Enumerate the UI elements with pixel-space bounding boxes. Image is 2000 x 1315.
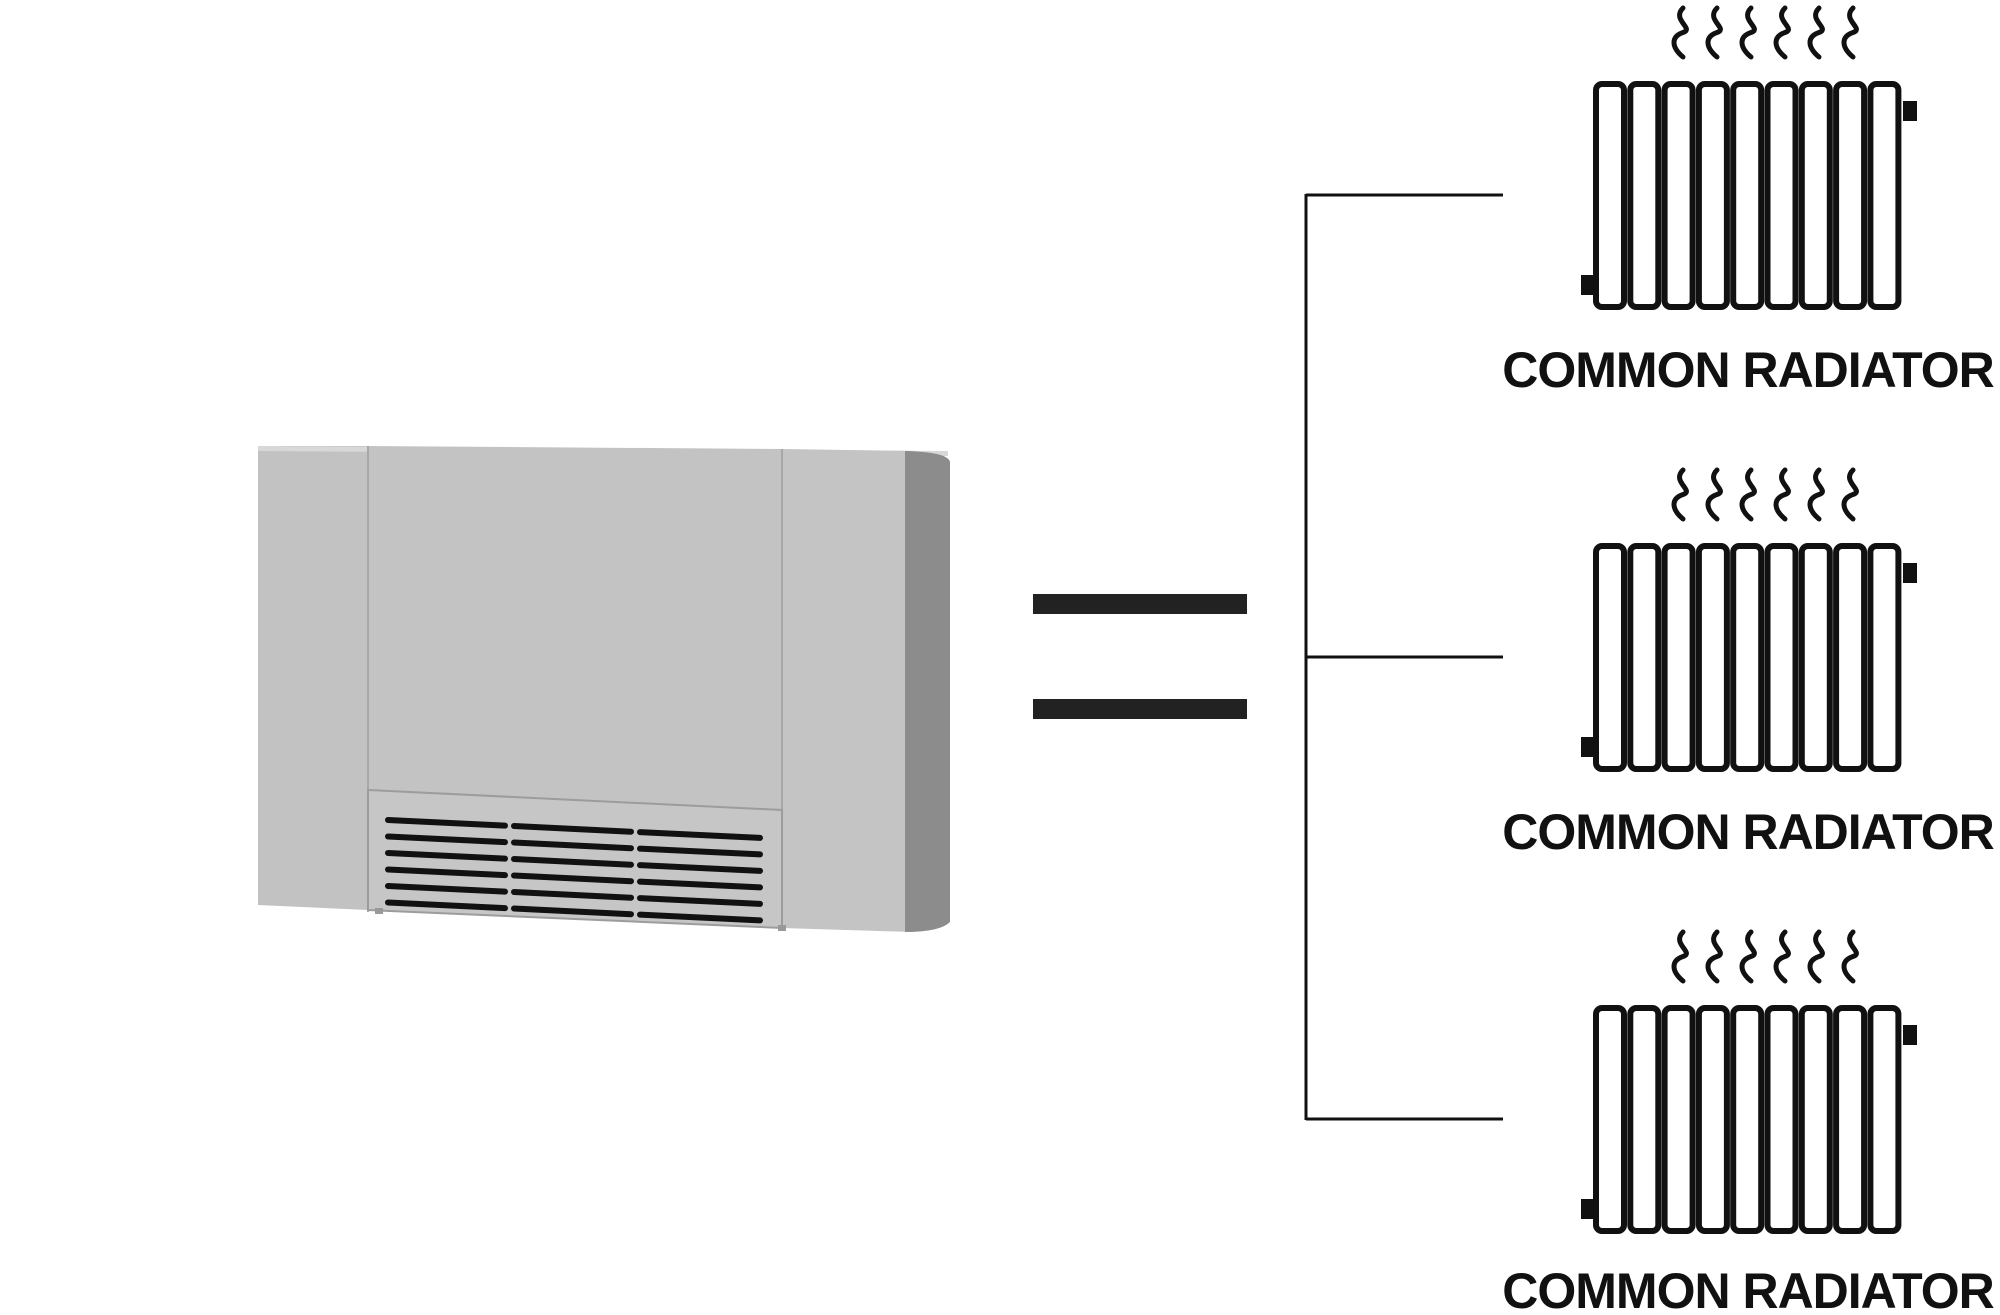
convector-grille-slots	[385, 817, 763, 924]
radiator-icon	[1581, 929, 1917, 1234]
convector-right-panel	[782, 449, 912, 932]
radiator-fin	[1627, 1005, 1662, 1234]
grille-slot	[511, 839, 634, 852]
radiator-valve-bottom	[1581, 1199, 1595, 1219]
heat-wave	[1739, 929, 1757, 984]
heat-wave	[1705, 929, 1723, 984]
grille-slot	[637, 895, 763, 907]
fan-convector-unit	[258, 446, 950, 932]
radiator-valve-top	[1903, 101, 1917, 121]
radiator-icon	[1581, 467, 1917, 772]
heat-wave	[1671, 929, 1689, 984]
heat-wave	[1739, 5, 1757, 60]
heat-wave	[1705, 5, 1723, 60]
grille-slot	[385, 817, 508, 829]
radiator-fin	[1730, 81, 1765, 310]
heat-wave	[1773, 5, 1791, 60]
heat-wave	[1671, 5, 1689, 60]
radiator-item-3: COMMON RADIATOR	[1502, 929, 1996, 1315]
grille-slot	[637, 845, 763, 858]
radiator-valve-bottom	[1581, 275, 1595, 295]
radiator-fin	[1867, 543, 1902, 772]
grille-slot	[511, 872, 634, 885]
radiator-fin	[1833, 1005, 1868, 1234]
radiator-fin	[1593, 81, 1627, 310]
radiator-fin	[1661, 543, 1696, 772]
heat-wave	[1807, 929, 1825, 984]
heat-wave	[1773, 467, 1791, 522]
grille-slot	[385, 866, 508, 879]
radiator-fin	[1593, 1005, 1627, 1234]
heat-wave	[1807, 5, 1825, 60]
radiator-item-1: COMMON RADIATOR	[1502, 5, 1996, 398]
grille-slot	[511, 856, 634, 868]
radiator-label: COMMON RADIATOR	[1502, 1263, 1994, 1315]
heat-wave	[1807, 467, 1825, 522]
grille-slot	[637, 911, 763, 924]
radiator-valve-top	[1903, 563, 1917, 583]
branch-bracket	[1304, 193, 1503, 1121]
radiator-label: COMMON RADIATOR	[1502, 804, 1994, 860]
radiator-valve-top	[1903, 1025, 1917, 1045]
convector-right-edge	[905, 451, 950, 932]
heat-wave	[1671, 467, 1689, 522]
radiator-icon	[1581, 5, 1917, 310]
radiator-fin	[1867, 81, 1902, 310]
radiator-fin	[1661, 81, 1696, 310]
radiator-fin	[1798, 543, 1833, 772]
equals-bar-top	[1033, 594, 1247, 614]
grille-slot	[637, 829, 763, 841]
grille-slot	[511, 889, 634, 901]
heat-wave	[1705, 467, 1723, 522]
grille-slot	[511, 905, 634, 918]
radiator-fin	[1661, 1005, 1696, 1234]
radiator-fin	[1627, 543, 1662, 772]
radiator-fin	[1764, 1005, 1799, 1234]
radiator-fin	[1833, 543, 1868, 772]
heat-wave	[1841, 5, 1859, 60]
radiator-fin	[1730, 1005, 1765, 1234]
heat-wave	[1739, 467, 1757, 522]
grille-slot	[637, 878, 763, 891]
grille-slot	[385, 883, 508, 895]
grille-slot	[511, 823, 634, 835]
radiator-fin	[1798, 81, 1833, 310]
radiator-fin	[1867, 1005, 1902, 1234]
radiator-fin	[1730, 543, 1765, 772]
radiator-fin	[1593, 543, 1627, 772]
radiator-fin	[1695, 543, 1730, 772]
radiator-fin	[1695, 1005, 1730, 1234]
grille-slot	[385, 833, 508, 846]
radiator-valve-bottom	[1581, 737, 1595, 757]
radiator-column: COMMON RADIATOR COMMON RADIATOR COMMON R…	[1502, 5, 1996, 1315]
convector-left-panel	[258, 446, 368, 910]
radiator-fin	[1764, 81, 1799, 310]
heat-wave	[1773, 929, 1791, 984]
heat-wave	[1841, 467, 1859, 522]
equals-bar-bottom	[1033, 699, 1247, 719]
grille-slot	[385, 899, 508, 912]
radiator-fin	[1833, 81, 1868, 310]
radiator-fin	[1627, 81, 1662, 310]
radiator-fin	[1798, 1005, 1833, 1234]
equals-sign	[1033, 594, 1247, 719]
grille-slot	[637, 862, 763, 874]
radiator-fin	[1695, 81, 1730, 310]
radiator-fin	[1764, 543, 1799, 772]
radiator-label: COMMON RADIATOR	[1502, 342, 1994, 398]
heat-wave	[1841, 929, 1859, 984]
radiator-item-2: COMMON RADIATOR	[1502, 467, 1996, 860]
grille-slot	[385, 850, 508, 862]
convector-front-panel	[368, 446, 782, 810]
